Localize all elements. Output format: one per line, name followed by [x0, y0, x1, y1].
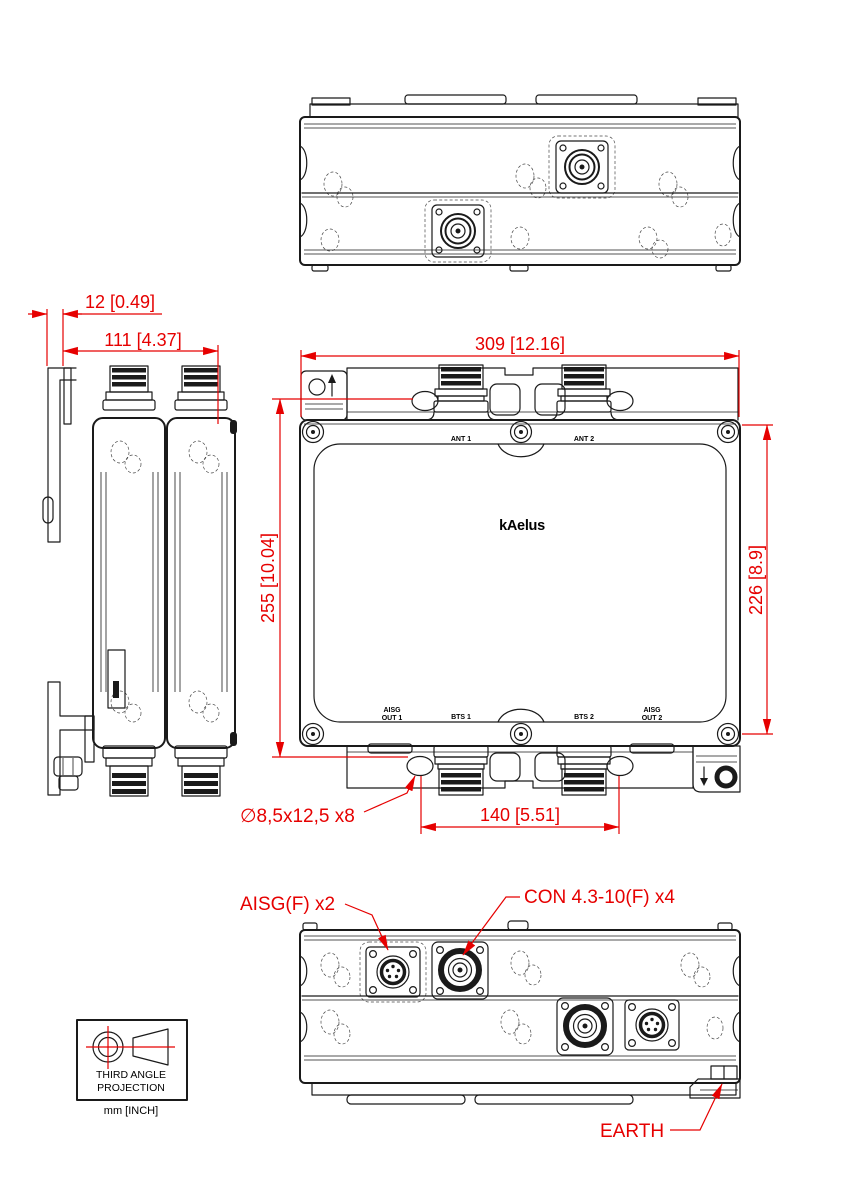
dimensions: 12 [0.49] 111 [4.37] 309 [12.16] 255 [10…	[28, 292, 773, 1142]
port-label-bts2: BTS 2	[574, 714, 594, 721]
bottom-mounting-plate	[346, 745, 694, 789]
front-body	[299, 419, 741, 747]
callout-text-aisg: AISG(F) x2	[240, 894, 335, 915]
port-label-aisg-out2-line2: OUT 2	[642, 715, 663, 722]
top-view-body	[299, 116, 741, 266]
front-face-panel	[313, 443, 727, 723]
mount-slot-bottom-left	[406, 755, 434, 777]
callout-earth: EARTH	[600, 1083, 723, 1142]
rf-connector-1	[431, 941, 489, 1000]
cone-symbol	[132, 1028, 169, 1066]
mount-slot-bottom-right	[606, 755, 634, 777]
top-view-connector-1	[548, 135, 616, 199]
top-view-connector-2	[424, 199, 492, 263]
callout-con: CON 4.3-10(F) x4	[462, 887, 675, 956]
cover-screws	[301, 420, 740, 746]
callout-aisg: AISG(F) x2	[240, 894, 389, 951]
port-label-aisg-out1-line2: OUT 1	[382, 715, 403, 722]
projection-line1: THIRD ANGLE	[96, 1069, 166, 1081]
side-top-connectors	[102, 365, 228, 411]
down-arrow-icon	[700, 778, 708, 786]
projection-line2: PROJECTION	[97, 1082, 165, 1094]
rf-connector-2	[556, 997, 614, 1056]
dim-bracket-offset: 12 [0.49]	[28, 292, 162, 366]
earth-tab	[692, 745, 741, 793]
callout-text-slot: ∅8,5x12,5 x8	[240, 806, 355, 827]
earth-hole	[714, 765, 738, 789]
callout-text-earth: EARTH	[600, 1121, 664, 1142]
front-view: ANT 1 ANT 2 kAelus AISG OUT 1 BTS 1 BTS …	[299, 364, 741, 796]
bts2-connector	[556, 745, 612, 796]
upper-bracket	[47, 367, 77, 543]
kaelus-logo: kAelus	[499, 518, 545, 534]
bracket-bolt	[53, 756, 83, 777]
port-label-ant1: ANT 1	[451, 436, 471, 443]
up-arrow-icon	[328, 374, 336, 383]
side-bottom-connectors	[102, 745, 228, 797]
projection-symbol-box: THIRD ANGLE PROJECTION mm [INCH]	[76, 1019, 188, 1117]
top-mounting-plate	[346, 367, 739, 421]
bts1-connector	[433, 745, 489, 796]
side-body-left	[92, 417, 166, 749]
dim-text-226: 226 [8.9]	[746, 545, 766, 615]
callout-text-con: CON 4.3-10(F) x4	[524, 887, 675, 908]
port-label-ant2: ANT 2	[574, 436, 594, 443]
ant1-connector	[424, 364, 498, 421]
dim-text-309: 309 [12.16]	[475, 334, 565, 354]
orientation-tab	[300, 370, 348, 421]
dim-mount-horizontal: 140 [5.51]	[420, 776, 620, 834]
dim-text-111: 111 [4.37]	[104, 330, 181, 350]
side-body-right	[166, 417, 236, 749]
dim-width: 309 [12.16]	[300, 334, 740, 417]
dim-mount-vertical: 255 [10.04]	[258, 398, 413, 758]
dim-text-255: 255 [10.04]	[258, 533, 278, 623]
bottom-view	[299, 920, 741, 1105]
label-slot	[107, 649, 126, 709]
side-view	[42, 365, 237, 797]
callout-slot-size: ∅8,5x12,5 x8	[240, 775, 416, 827]
dim-text-12: 12 [0.49]	[85, 292, 155, 312]
dim-depth: 111 [4.37]	[62, 330, 219, 424]
dim-body-height: 226 [8.9]	[742, 424, 773, 735]
dim-text-140: 140 [5.51]	[480, 805, 560, 825]
port-label-aisg-out2-line1: AISG	[643, 707, 661, 714]
ant2-connector	[547, 364, 621, 421]
aisg-connector-1	[359, 941, 427, 1003]
port-label-aisg-out1-line1: AISG	[383, 707, 401, 714]
top-view	[299, 94, 741, 272]
port-label-bts1: BTS 1	[451, 714, 471, 721]
lower-bracket	[47, 681, 95, 796]
aisg-connector-2	[624, 999, 680, 1051]
units-label: mm [INCH]	[104, 1105, 158, 1117]
